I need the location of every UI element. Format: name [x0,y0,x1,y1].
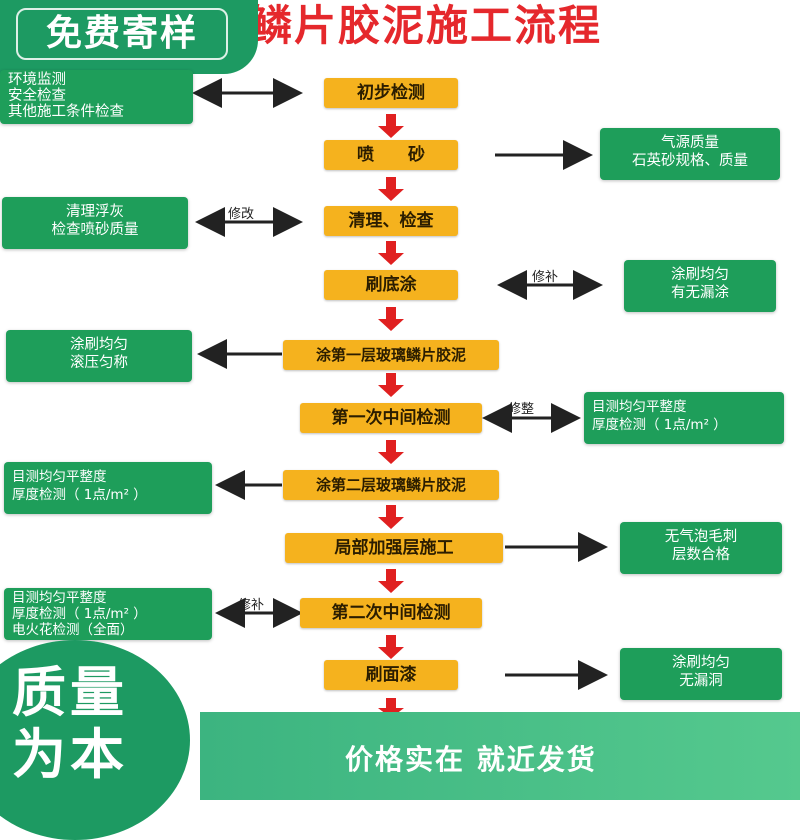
step-reinforce: 局部加强层施工 [285,533,503,563]
step-sandblast: 喷 砂 [324,140,458,170]
note-initial-checks: 环境监测 安全检查 其他施工条件检查 [0,70,193,124]
note-line: 无漏洞 [679,673,723,689]
footer-slogan: 价格实在 就近发货 [345,743,597,776]
step-clean-inspect: 清理、检查 [324,206,458,236]
note-line: 无气泡毛刺 [664,529,738,545]
down-arrow [378,241,404,265]
step-second-check: 第二次中间检测 [300,598,482,628]
step-primer: 刷底涂 [324,270,458,300]
note-line: 清理浮灰 [66,204,124,220]
note-clean: 清理浮灰 检查喷砂质量 [2,197,188,249]
down-arrow [378,635,404,659]
step-second-coat: 涂第二层玻璃鳞片胶泥 [283,470,499,500]
note-second-check: 目测均匀平整度 厚度检测（ 1点/m² ） 电火花检测（全面） [4,588,212,640]
arrow-label-primer: 修补 [532,270,559,285]
note-line: 厚度检测（ 1点/m² ） [12,606,147,622]
note-first-coat: 涂刷均匀 滚压匀称 [6,330,192,382]
note-line: 有无漏涂 [671,285,729,301]
step-topcoat: 刷面漆 [324,660,458,690]
arrow-label-second-check: 修补 [238,598,265,613]
note-line: 涂刷均匀 [672,655,730,671]
down-arrow [378,440,404,464]
down-arrow [378,505,404,529]
step-first-check: 第一次中间检测 [300,403,482,433]
down-arrow [378,177,404,201]
note-line: 层数合格 [672,547,730,563]
down-arrow [378,373,404,397]
step-first-coat: 涂第一层玻璃鳞片胶泥 [283,340,499,370]
note-line: 涂刷均匀 [70,337,128,353]
note-primer: 涂刷均匀 有无漏涂 [624,260,776,312]
page-title: 鳞片胶泥施工流程 [250,2,603,50]
note-first-check: 目测均匀平整度 厚度检测（ 1点/m² ） [584,392,784,444]
flow-arrows [192,78,608,718]
note-line: 气源质量 [661,135,719,151]
arrow-label-clean: 修改 [228,207,255,222]
arrow-label-first-check: 修整 [508,402,535,417]
note-line: 目测均匀平整度 [12,469,107,485]
note-topcoat: 涂刷均匀 无漏洞 [620,648,782,700]
quality-badge-text: 质量为本 [12,661,128,786]
note-line: 安全检查 [8,88,66,104]
note-line: 滚压匀称 [70,355,128,371]
footer-banner [200,712,800,800]
note-line: 目测均匀平整度 [592,399,687,415]
free-sample-badge: 免费寄样 [0,0,258,74]
note-reinforce: 无气泡毛刺 层数合格 [620,522,782,574]
down-arrow [378,569,404,593]
note-sandblast: 气源质量 石英砂规格、质量 [600,128,780,180]
down-arrow [378,307,404,331]
down-arrow [378,114,404,138]
note-line: 其他施工条件检查 [8,104,124,120]
note-line: 厚度检测（ 1点/m² ） [12,487,147,503]
note-line: 目测均匀平整度 [12,590,107,606]
step-initial-check: 初步检测 [324,78,458,108]
note-second-coat: 目测均匀平整度 厚度检测（ 1点/m² ） [4,462,212,514]
note-line: 检查喷砂质量 [51,222,139,238]
note-line: 涂刷均匀 [671,267,729,283]
note-line: 电火花检测（全面） [12,622,134,638]
note-line: 环境监测 [8,72,66,88]
note-line: 厚度检测（ 1点/m² ） [592,417,727,433]
note-line: 石英砂规格、质量 [632,153,748,169]
free-sample-badge-text: 免费寄样 [16,8,228,60]
